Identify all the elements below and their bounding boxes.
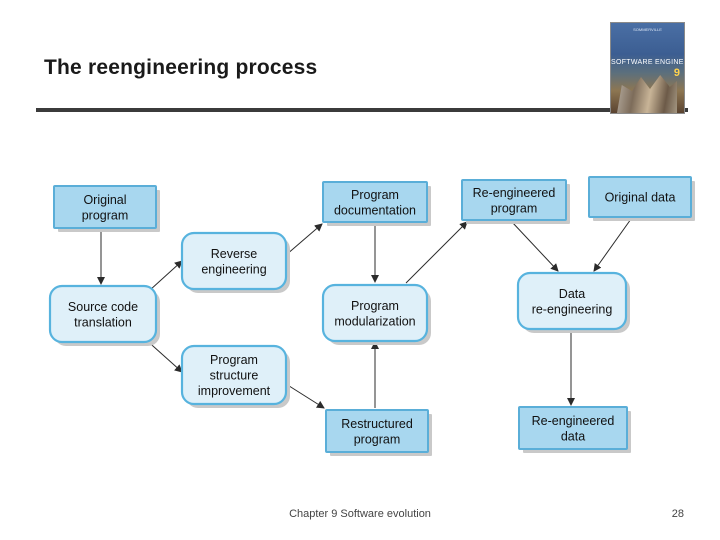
node-label-line: Re-engineered [473,186,556,200]
node-label-line: Reverse [211,247,258,261]
arrow-source-translation-to-reverse-engineering [149,260,183,291]
title-rule [36,108,688,112]
node-label-line: engineering [201,262,266,276]
slide-title: The reengineering process [44,56,318,79]
node-original-data: Original data [588,176,695,221]
node-box [518,406,628,450]
node-label-line: Program [351,299,399,313]
node-label-line: Program [210,353,258,367]
node-box [516,271,628,331]
node-label-line: documentation [334,203,416,217]
book-cover-image: SOMMERVILLE SOFTWARE ENGINEERING 9 [610,22,685,114]
book-cover-edition: 9 [673,67,680,79]
book-cover-title: SOFTWARE ENGINEERING [611,59,684,66]
node-label-line: program [82,208,129,222]
node-label-line: re-engineering [532,302,613,316]
node-label-line: Program [351,188,399,202]
node-box [180,344,288,406]
node-label-line: program [491,201,538,215]
arrow-program-modularization-to-reengineered-program [405,221,468,284]
node-box [588,176,692,218]
node-label-line: data [561,429,585,443]
arrow-program-structure-to-restructured-program [285,383,325,409]
node-box [321,283,429,343]
node-label-line: structure [210,369,259,383]
page-number: 28 [671,508,684,520]
node-box [53,185,157,229]
node-label-line: Original data [605,191,676,205]
arrow-original-data-to-data-reengineering [593,218,632,272]
node-box [325,409,429,453]
node-box [180,231,288,291]
node-box [48,284,158,344]
book-cover-author: SOMMERVILLE [633,27,662,32]
arrow-reverse-engineering-to-program-documentation [285,223,323,256]
node-label-line: program [354,432,401,446]
node-label-line: improvement [198,384,271,398]
node-label-line: translation [74,315,132,329]
node-label-line: Original [83,193,126,207]
node-label-line: Source code [68,300,138,314]
node-label-line: modularization [334,314,415,328]
footer-chapter: Chapter 9 Software evolution [289,508,431,520]
node-label-line: Restructured [341,417,413,431]
node-box [322,181,428,223]
node-box [461,179,567,221]
arrow-reengineered-program-to-data-reengineering [511,221,559,272]
node-label-line: Re-engineered [532,414,615,428]
node-label-line: Data [559,287,585,301]
